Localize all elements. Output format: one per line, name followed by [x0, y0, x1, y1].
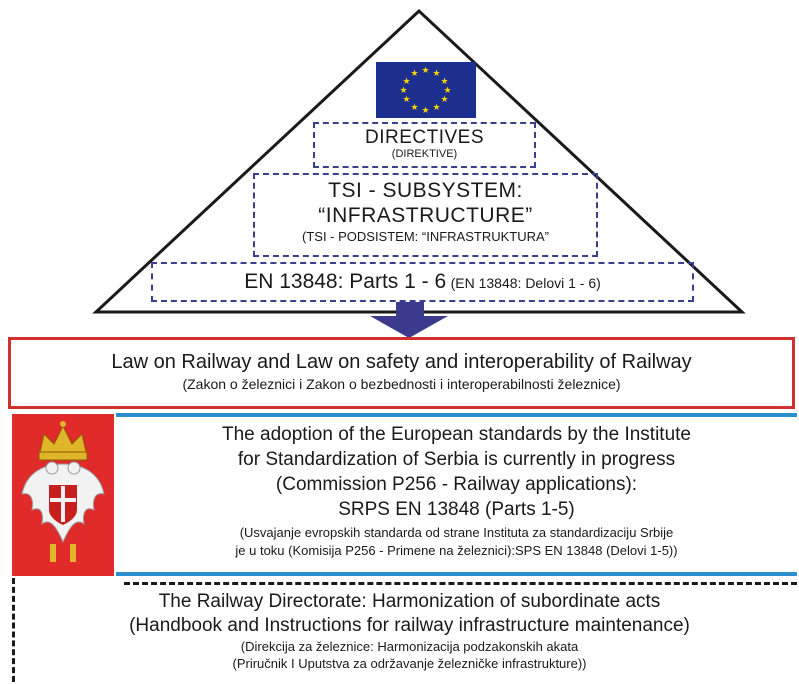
standards-block: The adoption of the European standards b…: [116, 422, 797, 560]
directorate-sub2: (Priručnik I Uputstva za održavanje žele…: [232, 656, 587, 671]
standards-sub1: (Usvajanje evropskih standarda od strane…: [239, 525, 674, 540]
en-title: EN 13848: Parts 1 - 6: [244, 270, 447, 293]
tsi-subtitle: (TSI - PODSISTEM: “INFRASTRUKTURA”: [302, 229, 549, 244]
directives-box: DIRECTIVES (DIREKTIVE): [313, 122, 536, 168]
en-box: EN 13848: Parts 1 - 6 (EN 13848: Delovi …: [151, 262, 694, 302]
directorate-left-dashed-line: [12, 578, 15, 682]
standards-line4: SRPS EN 13848 (Parts 1-5): [338, 499, 575, 520]
en-subtitle: (EN 13848: Delovi 1 - 6): [450, 275, 601, 291]
standards-sub2: je u toku (Komisija P256 - Primene na že…: [235, 543, 678, 558]
directorate-line2: (Handbook and Instructions for railway i…: [129, 615, 690, 636]
serbian-coat-of-arms-icon: [12, 414, 114, 576]
tsi-title-line1: TSI - SUBSYSTEM:: [328, 179, 523, 202]
law-subtitle: (Zakon o železnici i Zakon o bezbednosti…: [182, 376, 621, 392]
standards-line1: The adoption of the European standards b…: [222, 424, 691, 445]
law-title: Law on Railway and Law on safety and int…: [111, 351, 692, 373]
eu-flag-icon: ★ ★ ★ ★ ★ ★ ★ ★ ★ ★ ★ ★: [376, 62, 476, 118]
bottom-blue-divider: [116, 572, 797, 576]
directorate-sub1: (Direkcija za železnice: Harmonizacija p…: [240, 639, 579, 654]
directorate-top-dashed-line: [124, 582, 797, 585]
tsi-title-line2: “INFRASTRUCTURE”: [318, 204, 533, 227]
top-blue-divider: [116, 413, 797, 417]
standards-line2: for Standardization of Serbia is current…: [237, 449, 676, 470]
law-box: Law on Railway and Law on safety and int…: [8, 337, 795, 409]
directives-subtitle: (DIREKTIVE): [391, 148, 458, 160]
down-arrow-icon: [370, 302, 448, 338]
directorate-block: The Railway Directorate: Harmonization o…: [20, 590, 799, 672]
standards-line3: (Commission P256 - Railway applications)…: [275, 474, 638, 495]
directives-title: DIRECTIVES: [364, 127, 485, 148]
directorate-line1: The Railway Directorate: Harmonization o…: [158, 591, 661, 612]
tsi-box: TSI - SUBSYSTEM: “INFRASTRUCTURE” (TSI -…: [253, 173, 598, 257]
